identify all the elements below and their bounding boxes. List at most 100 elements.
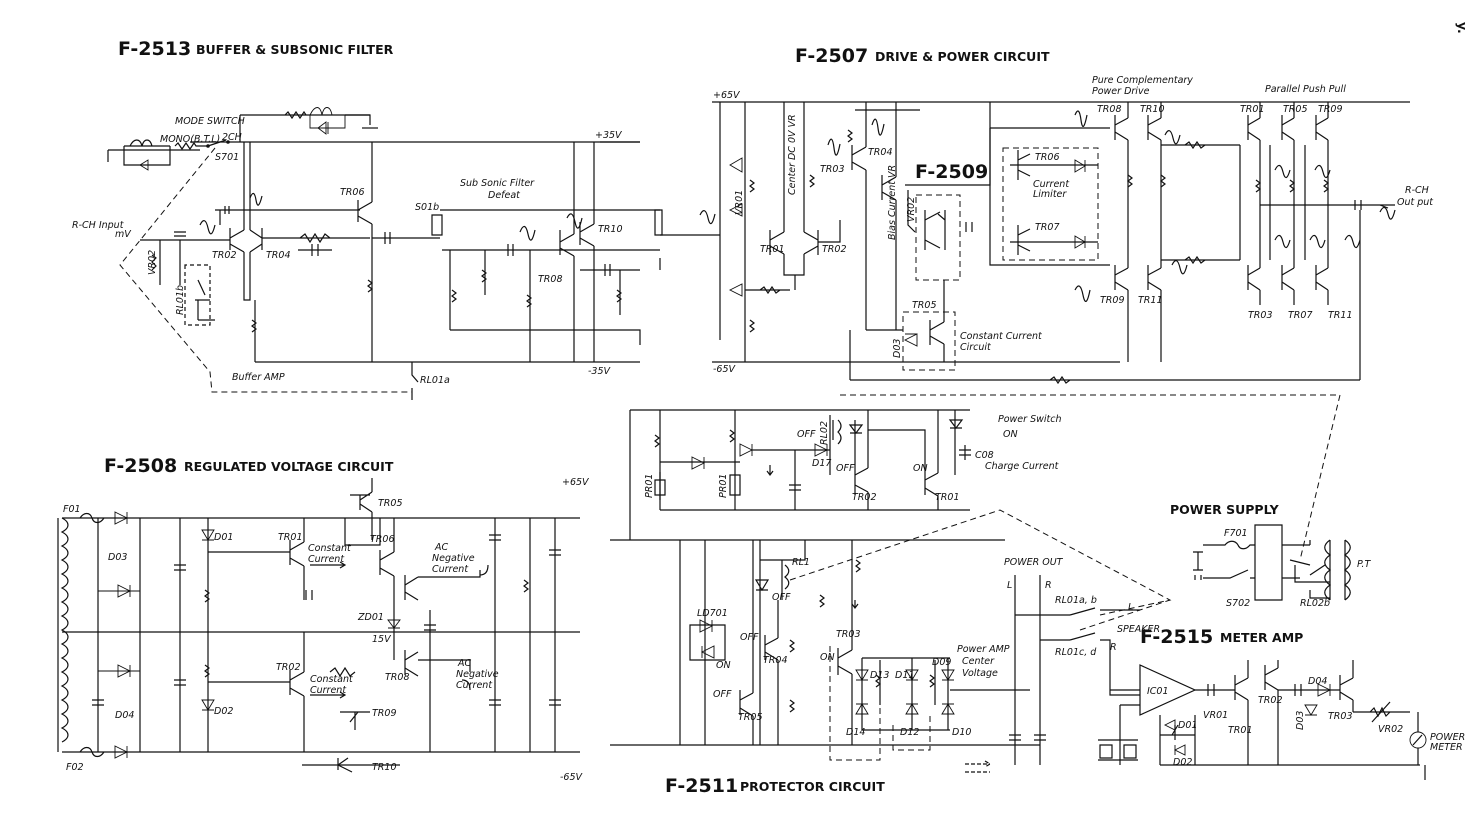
label-negative-1: Negative	[432, 553, 475, 564]
label-lim-tr06: TR06	[1035, 152, 1060, 163]
label-off-rl: OFF	[772, 592, 791, 603]
label-speaker-R: R	[1110, 642, 1117, 653]
label-power-meter-1: POWER	[1430, 732, 1465, 743]
label-meter-d02: D02	[1173, 757, 1192, 768]
protector-circuit	[610, 394, 1341, 773]
output-transistors	[1239, 102, 1395, 305]
buffer-subsonic-circuit	[107, 107, 720, 400]
label-rl02b: RL02b	[1300, 598, 1330, 609]
meter-amp-labels: IC01 VR01 D01 D02 TR01 TR02 D03 D04 TR03…	[1147, 676, 1465, 768]
label-speaker: SPEAKER	[1117, 624, 1160, 635]
label-constant-current: Constant Current	[960, 331, 1043, 342]
block-title-f2511: F-2511 PROTECTOR CIRCUIT	[665, 775, 885, 797]
label-d13: D13	[870, 670, 889, 681]
label-bias-vr: Bias Current VR	[887, 165, 898, 240]
label-pp-tr09: TR09	[1318, 104, 1343, 115]
block-title-f2513: F-2513 BUFFER & SUBSONIC FILTER	[118, 38, 394, 60]
label-off-tr04: OFF	[740, 632, 759, 643]
label-pp-tr01: TR01	[1240, 104, 1265, 115]
label-d03-cc: D03	[892, 339, 903, 358]
label-circuit: Circuit	[960, 342, 992, 353]
f2508-code: F-2508	[104, 455, 177, 477]
block-title-f2515: F-2515 METER AMP	[1140, 626, 1303, 648]
label-speaker-L: L	[1128, 602, 1133, 613]
label-vr02-input: VR02	[147, 250, 158, 275]
label-limiter: Limiter	[1033, 189, 1067, 200]
f2507-code: F-2507	[795, 45, 868, 67]
label-f701: F701	[1224, 528, 1248, 539]
label-zd01: ZD01	[357, 612, 384, 623]
label-pp-tr11: TR11	[1328, 310, 1353, 321]
label-neg-current-2: Current	[456, 680, 493, 691]
label-rl01b: RL01b	[175, 285, 186, 315]
label-pp-tr07: TR07	[1288, 310, 1313, 321]
label-pt: P.T	[1357, 559, 1371, 570]
regulated-labels: F01 F02 D03 D04 D01 D02 TR01 TR02 TR05 T…	[63, 477, 590, 783]
label-buf-tr04: TR04	[266, 250, 291, 261]
label-charge-current: Charge Current	[985, 461, 1060, 472]
label-on-tr03: ON	[820, 652, 835, 663]
label-c08: C08	[975, 450, 994, 461]
label-R: R	[1045, 580, 1052, 591]
label-f02: F02	[66, 762, 84, 773]
f2515-code: F-2515	[1140, 626, 1213, 648]
regulated-voltage-circuit	[57, 478, 580, 773]
label-15v: 15V	[372, 634, 392, 645]
buffer-labels: MODE SWITCH MONO(B.T.L) 2CH S701 R-CH In…	[72, 116, 623, 386]
label-prot-tr03: TR03	[836, 629, 861, 640]
label-pr01-a: PR01	[644, 474, 655, 498]
label-reg-plus65v: +65V	[562, 477, 590, 488]
label-meter-tr02: TR02	[1258, 695, 1283, 706]
label-lim-tr07: TR07	[1035, 222, 1060, 233]
label-prot-tr02: TR02	[852, 492, 877, 503]
label-pp-tr05: TR05	[1283, 104, 1308, 115]
label-plus65v: +65V	[713, 90, 741, 101]
drive-labels: +65V -65V Center DC 0V VR VR01 TR01 TR02…	[713, 75, 1434, 375]
label-meter-d03: D03	[1295, 711, 1306, 730]
label-pr01-b: PR01	[718, 474, 729, 498]
label-pure-complementary: Pure Complementary	[1092, 75, 1193, 86]
label-pp-tr03: TR03	[1248, 310, 1273, 321]
label-sub-tr10: TR10	[598, 224, 623, 235]
label-sub-tr08: TR08	[538, 274, 563, 285]
label-prot-tr05: TR05	[738, 712, 763, 723]
label-on-1: ON	[913, 463, 928, 474]
label-d11: D11	[895, 670, 914, 681]
label-neg-current-1: Current	[432, 564, 469, 575]
label-plus35v: +35V	[595, 130, 623, 141]
power-supply-title: POWER SUPPLY	[1170, 502, 1280, 517]
label-voltage: Voltage	[962, 668, 998, 679]
label-reg-tr05: TR05	[378, 498, 403, 509]
label-rl01ab: RL01a, b	[1055, 595, 1097, 606]
f2511-code: F-2511	[665, 775, 738, 797]
label-ac-1: AC	[434, 542, 448, 553]
f2508-name: REGULATED VOLTAGE CIRCUIT	[184, 459, 394, 474]
label-buf-tr06: TR06	[340, 187, 365, 198]
label-meter-d01: D01	[1178, 720, 1197, 731]
label-drive-tr01: TR01	[760, 244, 785, 255]
label-d09: D09	[932, 657, 951, 668]
label-d04-reg: D04	[115, 710, 134, 721]
label-buf-tr02: TR02	[212, 250, 237, 261]
label-reg-tr09: TR09	[372, 708, 397, 719]
label-ac-2: AC	[457, 658, 471, 669]
label-ic01: IC01	[1147, 686, 1169, 697]
label-d12: D12	[900, 727, 919, 738]
label-current-1: Current	[308, 554, 345, 565]
label-constant-1: Constant	[308, 543, 352, 554]
label-ld701: LD701	[697, 608, 728, 619]
f2509-code: F-2509	[915, 161, 988, 183]
label-power-amp: Power AMP	[957, 644, 1010, 655]
label-tr05-cc: TR05	[912, 300, 937, 311]
label-off-2: OFF	[836, 463, 855, 474]
label-pd-tr08: TR08	[1097, 104, 1122, 115]
label-s702: S702	[1226, 598, 1250, 609]
label-defeat: Defeat	[488, 190, 521, 201]
label-f01: F01	[63, 504, 81, 515]
label-vr02-bias: VR02	[906, 197, 917, 222]
label-meter-vr01: VR01	[1203, 710, 1228, 721]
label-s01b: S01b	[415, 202, 439, 213]
label-negative-2: Negative	[456, 669, 499, 680]
